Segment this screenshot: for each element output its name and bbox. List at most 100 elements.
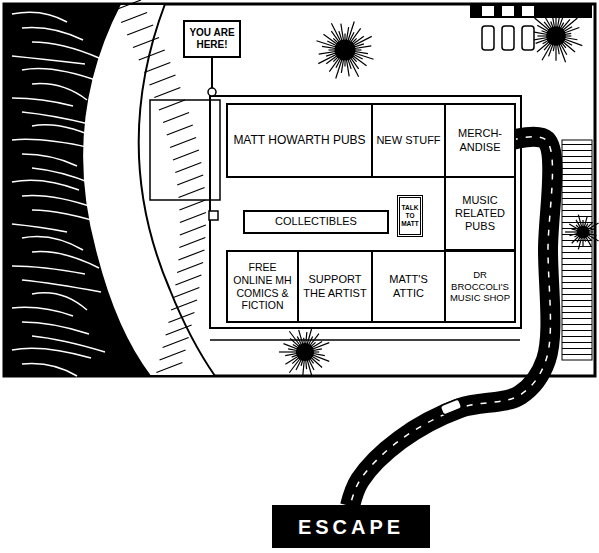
hatched-lot	[562, 140, 592, 360]
section-box: NEW STUFF	[371, 103, 446, 178]
band-stroke	[178, 250, 204, 260]
foliage-streak	[22, 196, 95, 209]
foliage-streak	[12, 56, 85, 64]
band-stroke	[166, 325, 192, 335]
collectibles-counter: COLLECTIBLES	[243, 210, 389, 234]
burst-core	[335, 40, 356, 61]
node-label: MATT'S ATTIC	[376, 273, 441, 299]
section-box: DR BROCCOLI'S MUSIC SHOP	[444, 250, 516, 323]
tree-burst	[565, 215, 599, 250]
band-stroke	[167, 125, 193, 135]
foliage-streak	[32, 336, 105, 352]
node-label: SUPPORT THE ARTIST	[302, 273, 368, 299]
section-box: MERCH- ANDISE	[444, 103, 516, 178]
parking-block	[470, 4, 592, 18]
parked-car	[522, 26, 534, 50]
foliage-streak	[22, 280, 101, 292]
band-stroke	[177, 175, 203, 185]
band-stroke	[115, 0, 141, 10]
band-stroke	[175, 275, 201, 285]
node-label: YOU ARE HERE!	[188, 27, 236, 51]
band-stroke	[163, 113, 189, 123]
foliage-streak	[12, 98, 73, 106]
section-box: MUSIC RELATED PUBS	[444, 176, 516, 251]
curb-line	[210, 339, 520, 341]
burst-core	[577, 226, 590, 239]
foliage-streak	[22, 69, 101, 83]
foliage-streak	[22, 28, 83, 41]
foliage-streak	[32, 168, 93, 184]
foliage-streak	[22, 364, 77, 377]
escape-sign: ESCAPE	[272, 505, 430, 548]
talk-booth: TALK TO MATT	[397, 195, 423, 237]
foliage-streak	[32, 84, 87, 100]
band-stroke	[180, 225, 206, 235]
section-box: SUPPORT THE ARTIST	[297, 250, 373, 323]
foliage-streak	[12, 180, 79, 190]
road-stripe	[350, 137, 552, 506]
band-stroke	[180, 213, 206, 223]
parked-car	[502, 26, 514, 50]
band-stroke	[144, 63, 170, 73]
foliage-streak	[12, 266, 85, 274]
foliage-streak	[32, 42, 99, 58]
parked-car	[502, 6, 514, 16]
band-stroke	[159, 100, 185, 110]
node-label: NEW STUFF	[376, 134, 440, 147]
band-stroke	[179, 200, 205, 210]
node-label: TALK TO MATT	[401, 204, 419, 227]
band-stroke	[121, 13, 147, 23]
section-box: MATT'S ATTIC	[371, 250, 446, 323]
band-stroke	[156, 363, 182, 373]
parked-car	[482, 26, 494, 50]
band-stroke	[133, 38, 159, 48]
band-stroke	[168, 313, 194, 323]
foliage-streak	[12, 348, 91, 358]
band-stroke	[127, 25, 153, 35]
foliage-streak	[32, 293, 87, 310]
parked-car	[522, 6, 534, 16]
road-car	[440, 399, 462, 416]
lot-edge	[4, 4, 595, 376]
foliage-streak	[22, 237, 83, 251]
node-label: MATT HOWARTH PUBS	[233, 133, 365, 147]
foliage-streak	[12, 224, 67, 232]
foliage-streak	[32, 210, 111, 226]
map-art	[4, 0, 599, 506]
band-stroke	[173, 288, 199, 298]
band-stroke	[163, 338, 189, 348]
band-stroke	[160, 350, 186, 360]
node-label: ESCAPE	[298, 515, 404, 539]
band-stroke	[171, 300, 197, 310]
node-label: DR BROCCOLI'S MUSIC SHOP	[449, 269, 511, 303]
tree-burst	[316, 21, 373, 78]
building-outline	[210, 96, 521, 328]
parked-car	[482, 6, 494, 16]
band-stroke	[139, 50, 165, 60]
section-box: FREE ONLINE MH COMICS & FICTION	[226, 250, 299, 323]
foliage-streak	[22, 112, 89, 124]
burst-core	[296, 343, 314, 361]
foliage-streak	[22, 322, 89, 334]
band-stroke	[179, 188, 205, 198]
node-label: FREE ONLINE MH COMICS & FICTION	[231, 261, 294, 311]
you-are-here-sign: YOU ARE HERE!	[183, 20, 241, 58]
parked-cars	[470, 4, 592, 50]
node-label: MUSIC RELATED PUBS	[449, 194, 511, 234]
node-label: MERCH- ANDISE	[449, 127, 511, 153]
foliage-streaks	[12, 0, 206, 376]
foliage-streak	[32, 252, 99, 268]
burst-core	[546, 26, 566, 46]
section-box: MATT HOWARTH PUBS	[226, 103, 373, 178]
band-stroke	[179, 238, 205, 248]
road	[350, 137, 552, 506]
foliage-streak	[12, 139, 91, 148]
foliage-band	[82, 4, 215, 376]
band-stroke	[175, 163, 201, 173]
band-stroke	[149, 75, 175, 85]
foliage-streak	[22, 154, 77, 166]
band-stroke	[170, 138, 196, 148]
sign-post	[211, 58, 213, 88]
foliage-streak	[12, 307, 73, 316]
